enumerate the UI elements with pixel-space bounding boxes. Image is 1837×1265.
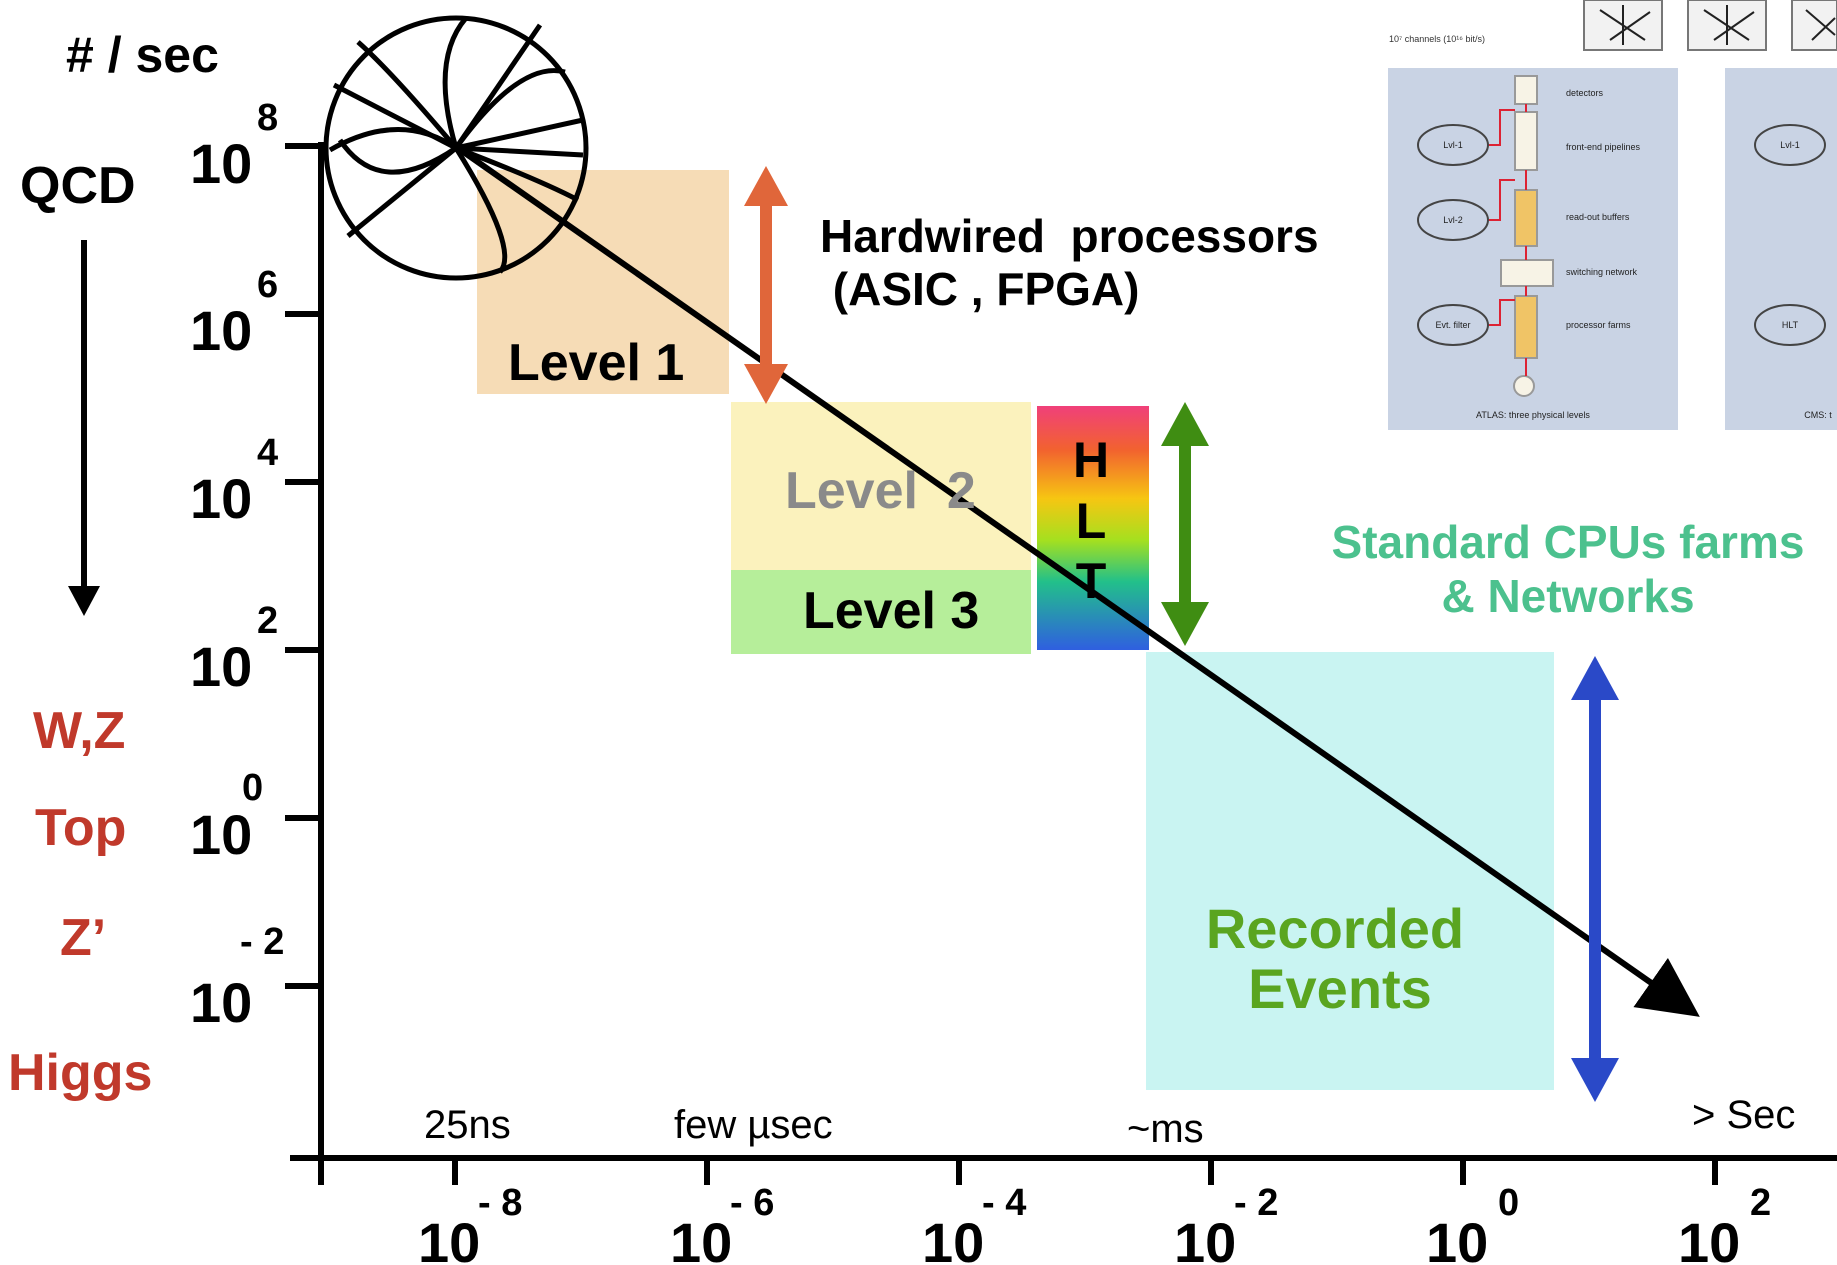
- blue-double-arrow: [1571, 656, 1619, 1102]
- level2-box: [731, 402, 1031, 570]
- standard-annotation: Standard CPUs farms & Networks: [1332, 516, 1805, 622]
- y-tick-1e6-base: 10: [190, 299, 252, 362]
- hardwired-line1: Hardwired processors: [820, 210, 1319, 262]
- time-label-few-usec: few µsec: [674, 1103, 833, 1147]
- inset-stage-switching: switching network: [1566, 267, 1638, 277]
- x-tick-1e2-base: 10: [1678, 1211, 1740, 1265]
- x-tick-1e-2-exp: - 2: [1234, 1182, 1278, 1224]
- y-tick-1e4-base: 10: [190, 467, 252, 530]
- inset-stage-readout: read-out buffers: [1566, 212, 1630, 222]
- inset-cms-panel: [1725, 68, 1837, 430]
- x-tick-1e-8-exp: - 8: [478, 1182, 522, 1224]
- x-axis: [290, 1155, 1837, 1185]
- y-tick-1e6-exp: 6: [257, 264, 278, 306]
- inset-ovals: [1417, 124, 1826, 346]
- green-double-arrow: [1161, 402, 1209, 646]
- rate-reduction-line: [453, 143, 1700, 1017]
- x-tick-1e0-base: 10: [1426, 1211, 1488, 1265]
- y-tick-1e2-base: 10: [190, 635, 252, 698]
- y-tick-1e0-base: 10: [190, 803, 252, 866]
- level1-box: [477, 170, 729, 394]
- level1-label: Level 1: [508, 334, 684, 392]
- y-tick-1e2-exp: 2: [257, 600, 278, 642]
- hlt-box: [1037, 406, 1149, 650]
- y-tick-1e0-exp: 0: [242, 767, 263, 809]
- inset-oval-lvl1: Lvl-1: [1443, 140, 1463, 150]
- inset-stage-farms: processor farms: [1566, 320, 1631, 330]
- standard-line2: & Networks: [1441, 570, 1694, 622]
- x-tick-1e-8-base: 10: [418, 1211, 480, 1265]
- inset-trigger-architecture: 10⁷ channels (10¹⁶ bit/s): [1388, 0, 1837, 430]
- qcd-down-arrow: [68, 240, 100, 616]
- inset-detector-thumbnails: [1583, 0, 1837, 51]
- x-tick-1e-6-base: 10: [670, 1211, 732, 1265]
- level2-label: Level 2: [785, 462, 976, 520]
- x-tick-1e-4-exp: - 4: [982, 1182, 1026, 1224]
- recorded-label-line1: Recorded: [1206, 897, 1464, 960]
- physics-label-qcd: QCD: [20, 157, 136, 215]
- time-label-25ns: 25ns: [424, 1103, 511, 1147]
- hlt-letter-h: H: [1073, 432, 1109, 488]
- y-tick-1e8-base: 10: [190, 132, 252, 195]
- inset-stage-frontend: front-end pipelines: [1566, 142, 1641, 152]
- recorded-events-label: Recorded Events: [1206, 897, 1464, 1020]
- inset-stage-detectors: detectors: [1566, 88, 1604, 98]
- level3-label: Level 3: [803, 582, 979, 640]
- inset-header: 10⁷ channels (10¹⁶ bit/s): [1389, 34, 1485, 44]
- x-tick-1e-4-base: 10: [922, 1211, 984, 1265]
- y-tick-1e-2-base: 10: [190, 971, 252, 1034]
- y-axis-title: # / sec: [66, 27, 219, 83]
- y-tick-1e-2-exp: - 2: [240, 921, 284, 963]
- x-tick-1e-6-exp: - 6: [730, 1182, 774, 1224]
- physics-label-higgs: Higgs: [8, 1044, 152, 1102]
- physics-label-wz: W,Z: [33, 702, 125, 760]
- inset-caption: ATLAS: three physical levels: [1476, 410, 1590, 420]
- y-tick-1e4-exp: 4: [257, 432, 278, 474]
- time-labels: 25ns few µsec ~ms > Sec: [424, 1093, 1795, 1151]
- level3-box: [731, 570, 1031, 654]
- hardwired-annotation: Hardwired processors (ASIC , FPGA): [820, 210, 1319, 315]
- y-axis: [285, 142, 324, 1160]
- x-tick-1e0-exp: 0: [1498, 1182, 1519, 1224]
- event-display-icon: [323, 15, 589, 281]
- x-tick-1e-2-base: 10: [1174, 1211, 1236, 1265]
- inset-right-oval-hlt: HLT: [1782, 320, 1799, 330]
- physics-label-top: Top: [35, 799, 126, 857]
- y-tick-labels: 10 8 10 6 10 4 10 2 10 0 10 - 2: [190, 97, 284, 1034]
- inset-oval-lvl2: Lvl-2: [1443, 215, 1463, 225]
- recorded-events-box: [1146, 652, 1554, 1090]
- hlt-letter-t: T: [1076, 553, 1107, 609]
- standard-line1: Standard CPUs farms: [1332, 516, 1805, 568]
- x-tick-1e2-exp: 2: [1750, 1182, 1771, 1224]
- inset-right-oval-lvl1: Lvl-1: [1780, 140, 1800, 150]
- hlt-letter-l: L: [1076, 493, 1107, 549]
- orange-double-arrow: [744, 166, 788, 404]
- time-label-ms: ~ms: [1127, 1107, 1204, 1151]
- inset-right-caption: CMS: t: [1804, 410, 1832, 420]
- physics-label-list: W,Z Top Z’ Higgs: [8, 702, 152, 1102]
- inset-oval-evt-filter: Evt. filter: [1435, 320, 1470, 330]
- recorded-label-line2: Events: [1248, 957, 1432, 1020]
- physics-label-zprime: Z’: [60, 909, 106, 967]
- time-label-sec: > Sec: [1692, 1093, 1795, 1137]
- hardwired-line2: (ASIC , FPGA): [820, 263, 1139, 315]
- hlt-label: H L T: [1073, 432, 1109, 609]
- inset-pipeline: [1487, 75, 1554, 397]
- x-tick-labels: 10 - 8 10 - 6 10 - 4 10 - 2 10 0 10 2: [418, 1182, 1771, 1265]
- y-tick-1e8-exp: 8: [257, 97, 278, 139]
